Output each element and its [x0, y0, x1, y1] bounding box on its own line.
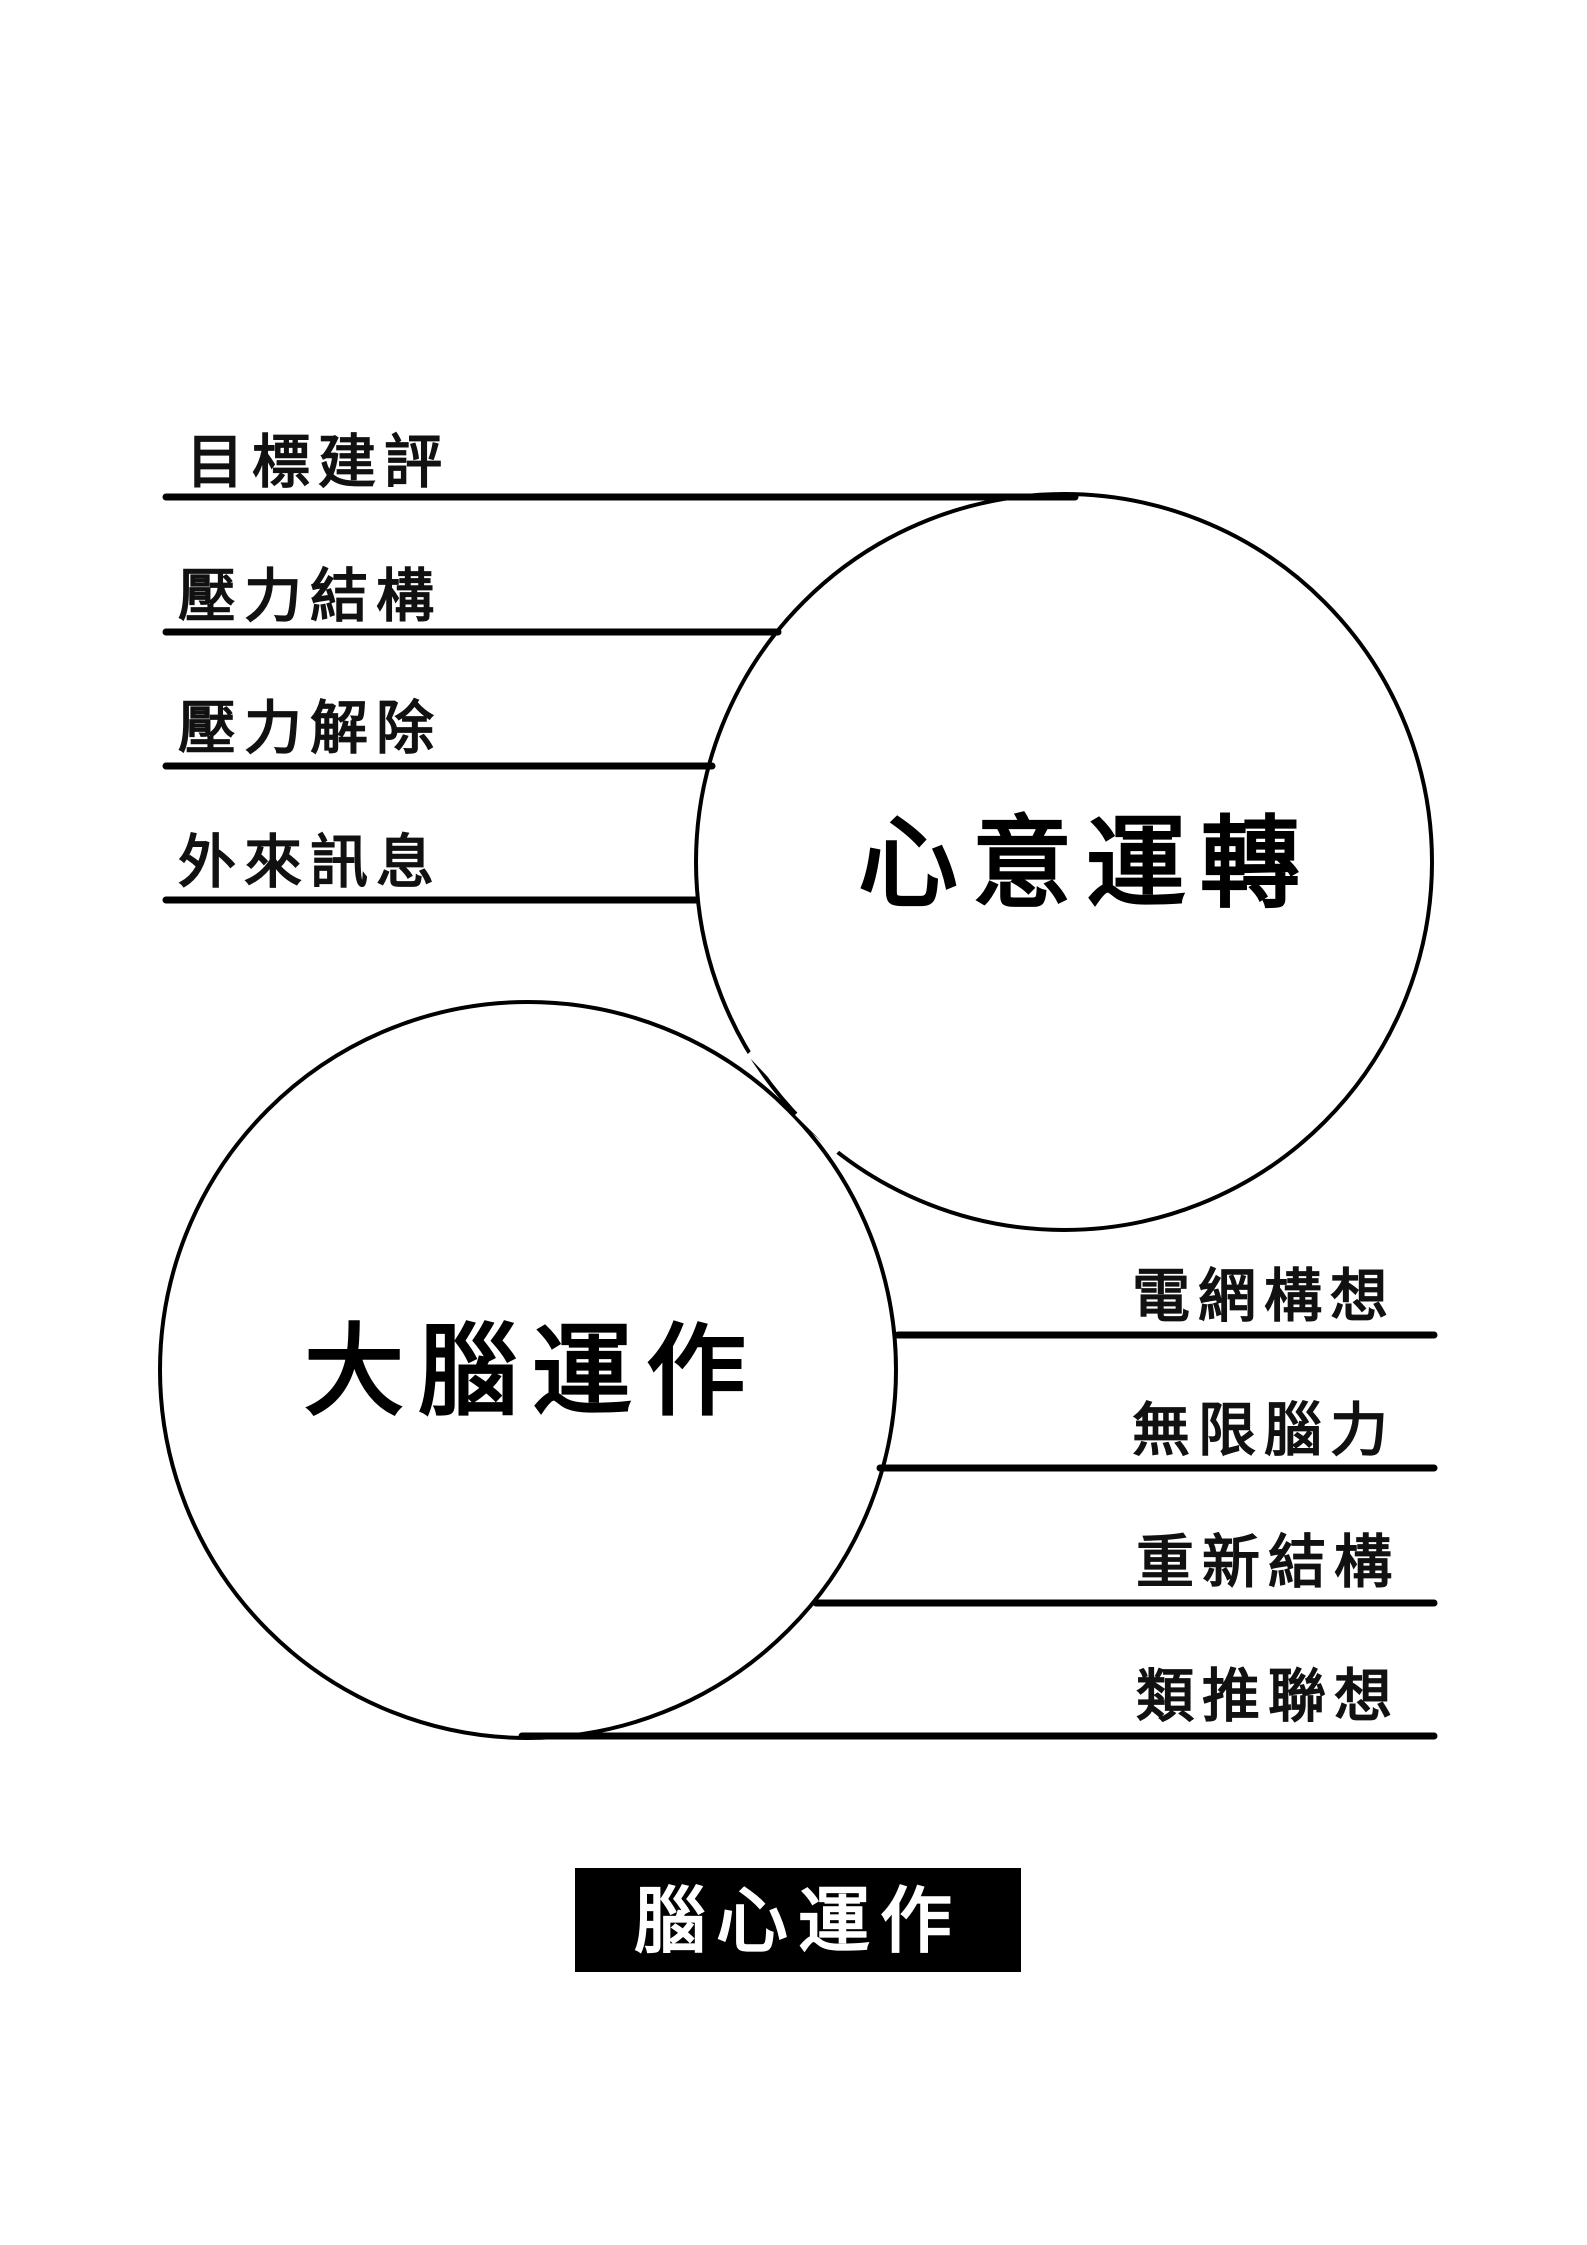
brain-circle-title: 大腦運作 — [304, 1313, 760, 1430]
bottom-item-4: 類推聯想 — [1136, 1662, 1400, 1730]
top-item-2: 壓力結構 — [178, 562, 442, 630]
top-item-4: 外來訊息 — [178, 828, 442, 896]
footer-box — [575, 1868, 1021, 1972]
footer-label: 腦心運作 — [634, 1879, 962, 1963]
bottom-item-3: 重新結構 — [1136, 1528, 1400, 1596]
mind-circle-title: 心意運轉 — [858, 805, 1314, 922]
top-item-1: 目標建評 — [186, 428, 450, 496]
bottom-item-1: 電網構想 — [1132, 1262, 1396, 1330]
top-item-3: 壓力解除 — [178, 694, 442, 762]
circle-gap-lower — [795, 1105, 845, 1155]
bottom-item-2: 無限腦力 — [1132, 1396, 1396, 1464]
circle-gap-upper — [746, 1045, 796, 1095]
